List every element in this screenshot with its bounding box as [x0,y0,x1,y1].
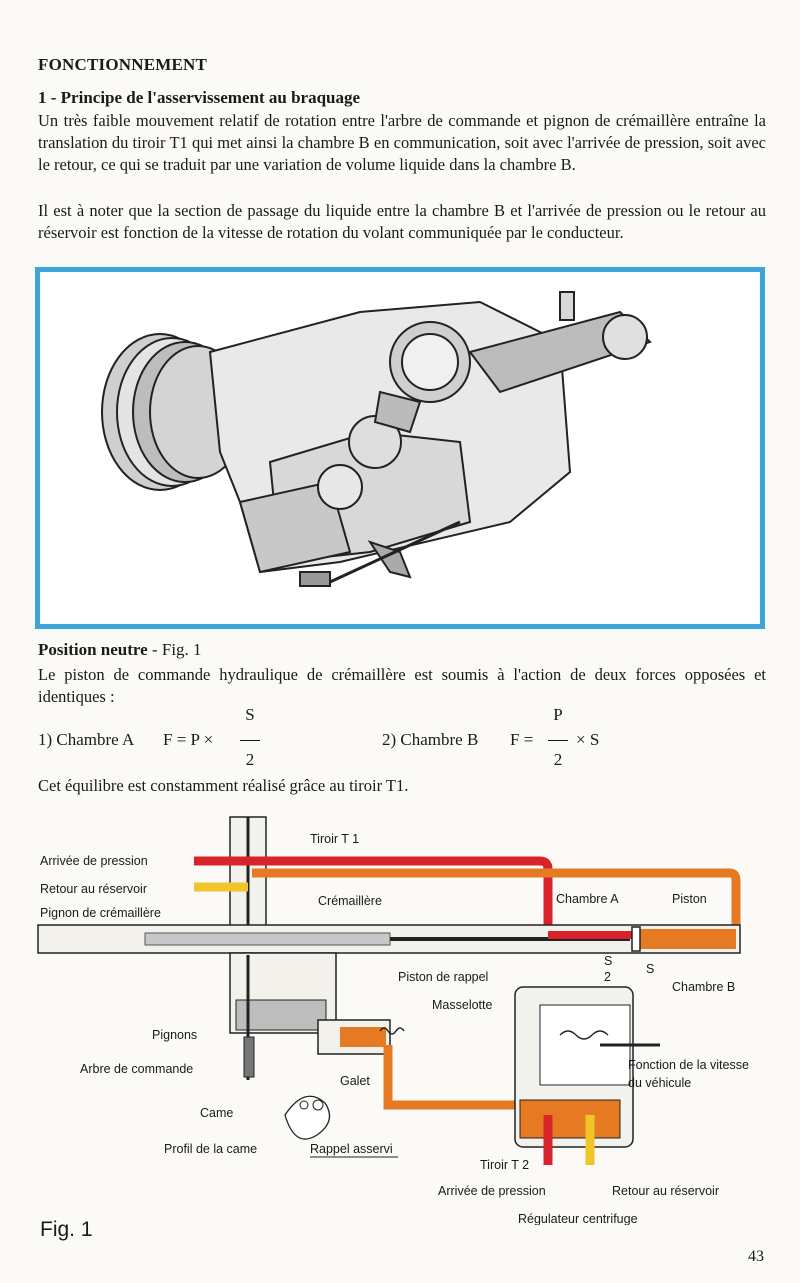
formula-chamber-b-expr: F = [510,730,534,749]
chamber-a-fill [548,931,634,939]
steering-unit-drawing [101,291,652,587]
label-fonction-vitesse-1: Fonction de la vitesse [628,1058,749,1072]
formula-chamber-b-fraction-bar [548,740,568,741]
formula-chamber-b-label: 2) Chambre B [382,730,479,749]
paragraph-note: Il est à noter que la section de passage… [38,201,766,242]
came-axis-1 [312,1099,324,1111]
label-retour-reservoir-2: Retour au réservoir [612,1184,719,1198]
section-title: 1 - Principe de l'asservissement au braq… [38,88,361,107]
masselotte-spring [559,1030,609,1040]
formula-chamber-a-denominator: 2 [245,750,255,769]
label-came: Came [200,1106,233,1120]
figure-label: Fig. 1 [40,1218,93,1241]
hydraulic-schematic: Tiroir T 1 Arrivée de pression Retour au… [0,805,800,1225]
page-number: 43 [748,1248,764,1265]
neutral-position-title: Position neutre [38,640,148,659]
rappel-spring [379,1027,405,1035]
formula-chamber-a-label: 1) Chambre A [38,730,135,749]
label-piston-rappel: Piston de rappel [398,970,488,984]
label-pignons: Pignons [152,1028,197,1042]
paragraph-equilibrium: Cet équilibre est constamment réalisé gr… [38,776,409,795]
tiroir-t2-chamber [519,1099,621,1139]
rappel-line [383,1045,560,1110]
label-tiroir-t1: Tiroir T 1 [310,832,359,846]
hydraulic-schematic-svg: Tiroir T 1 Arrivée de pression Retour au… [37,816,749,1225]
label-arbre-commande: Arbre de commande [80,1062,193,1076]
piston-head [631,926,641,952]
steering-unit-illustration [35,267,765,629]
label-rappel-asservi: Rappel asservi [310,1142,393,1156]
formula-chamber-b-numerator: P [553,705,563,724]
rappel-chamber [340,1027,386,1047]
label-chambre-a: Chambre A [556,892,619,906]
label-masselotte: Masselotte [432,998,492,1012]
paragraph-principle: Un très faible mouvement relatif de rota… [38,111,766,174]
page-title: FONCTIONNEMENT [38,55,208,74]
came-axis-2 [299,1100,309,1110]
shaft-end [243,1036,255,1078]
label-s-over-2-num: S [604,954,612,968]
label-s: S [646,962,654,976]
label-s-over-2-den: 2 [604,970,611,984]
cremaillere-rack [144,932,391,946]
neutral-position-heading: Position neutre - Fig. 1 [38,640,202,660]
label-regulateur: Régulateur centrifuge [518,1212,638,1225]
formula-chamber-b-denominator: 2 [553,750,563,769]
label-tiroir-t2: Tiroir T 2 [480,1158,529,1172]
pignons-block [235,999,327,1031]
label-profil-came: Profil de la came [164,1142,257,1156]
formula-chamber-a-fraction-bar [240,740,260,741]
label-cremaillere: Crémaillère [318,894,382,908]
chamber-b-line [252,868,741,945]
label-retour-reservoir: Retour au réservoir [40,882,147,896]
label-arrivee-pression: Arrivée de pression [40,854,148,868]
formula-chamber-b-suffix: × S [576,730,600,749]
label-pignon-cremaillere: Pignon de crémaillère [40,906,161,920]
formula-chamber-a-numerator: S [245,705,255,724]
label-galet: Galet [340,1074,370,1088]
label-arrivee-pression-2: Arrivée de pression [438,1184,546,1198]
formula-chamber-a-expr: F = P × [163,730,214,749]
chamber-b-fill [640,929,736,949]
neutral-fig-ref: - Fig. 1 [147,640,202,659]
paragraph-neutral: Le piston de commande hydraulique de cré… [38,665,766,706]
label-piston: Piston [672,892,707,906]
label-fonction-vitesse-2: du véhicule [628,1076,691,1090]
label-chambre-b: Chambre B [672,980,735,994]
